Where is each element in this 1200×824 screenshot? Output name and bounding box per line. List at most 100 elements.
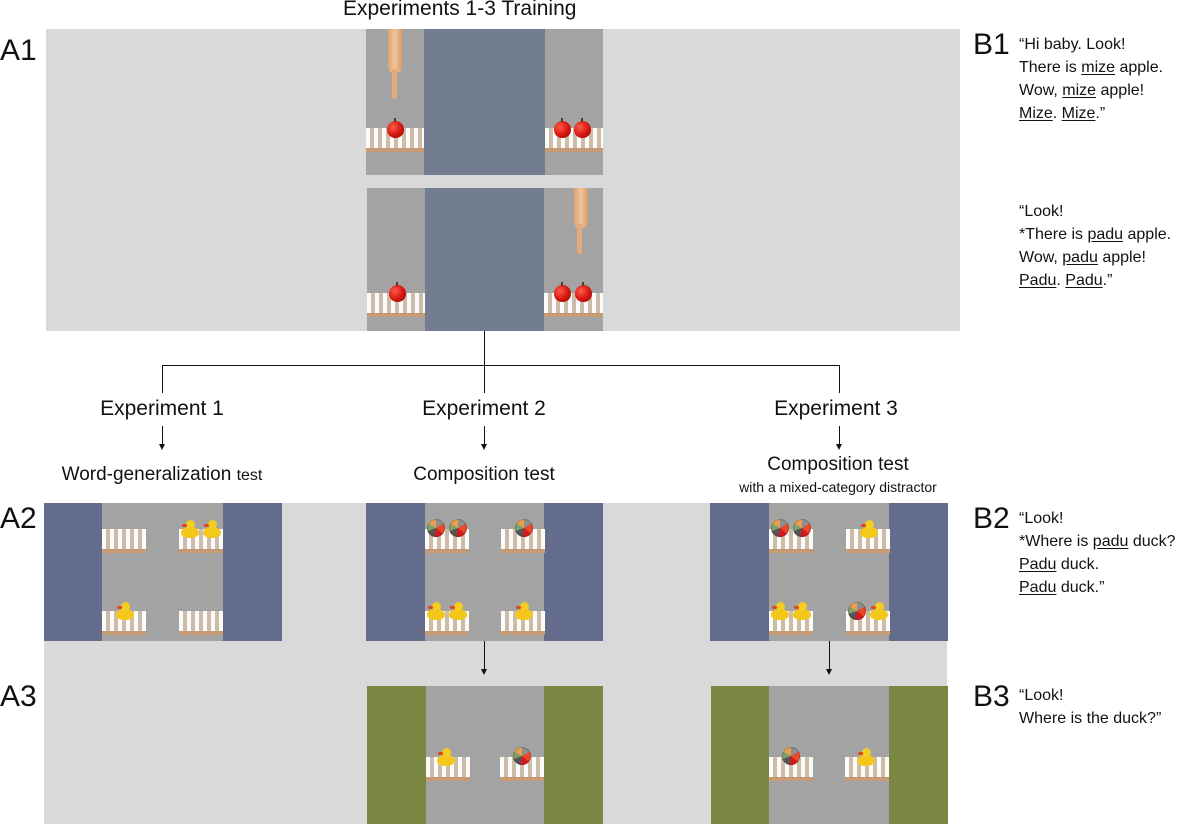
duck-icon	[116, 602, 134, 620]
novel-word: padu	[1062, 249, 1098, 266]
script-line: There is mize apple.	[1019, 59, 1164, 76]
arrow-down-icon	[481, 669, 487, 675]
panel-label-a1: A1	[0, 34, 37, 67]
right-shelf	[544, 293, 603, 317]
script-line: “Hi baby. Look!	[1019, 36, 1126, 53]
script-line: Padu duck.”	[1019, 579, 1105, 596]
script-line: Padu duck.	[1019, 556, 1100, 573]
duck-icon	[857, 748, 875, 766]
pointing-hand-icon	[574, 188, 588, 228]
curtain-left	[710, 503, 769, 641]
exp2-probe-screen	[367, 686, 603, 824]
ball-icon	[771, 519, 789, 537]
panel-label-b2: B2	[973, 502, 1010, 535]
curtain-right	[889, 686, 948, 824]
shelf-top-right	[846, 529, 890, 553]
left-shelf	[367, 293, 425, 317]
script-line: *Where is padu duck?	[1019, 533, 1176, 550]
curtain-left	[367, 686, 426, 824]
curtain-right	[544, 686, 603, 824]
script-line: Where is the duck?”	[1019, 710, 1162, 727]
training-screen-2	[367, 188, 603, 331]
curtain-left	[711, 686, 769, 824]
novel-word: Padu	[1065, 272, 1103, 289]
script-line: Padu. Padu.”	[1019, 272, 1113, 289]
apple-icon	[575, 282, 592, 302]
duck-icon	[860, 520, 878, 538]
training-script-mize: “Hi baby. Look! There is mize apple. Wow…	[1019, 33, 1163, 125]
ball-icon	[513, 747, 531, 765]
shelf-left	[769, 757, 813, 781]
duck-icon	[203, 520, 221, 538]
script-line: “Look!	[1019, 203, 1064, 220]
arrow-shaft	[484, 641, 485, 670]
shelf-bottom-right	[501, 611, 545, 635]
duck-icon	[515, 602, 533, 620]
arrow-down-icon	[481, 444, 487, 450]
ball-icon	[515, 519, 533, 537]
novel-word: Padu	[1019, 556, 1057, 573]
apple-icon	[574, 118, 591, 138]
training-screen-1	[366, 29, 603, 175]
novel-word: padu	[1087, 226, 1124, 243]
pointing-finger	[577, 224, 582, 254]
arrow-down-icon	[836, 444, 842, 450]
panel-label-b3: B3	[973, 680, 1010, 713]
connector-trunk	[484, 331, 485, 393]
connector-exp1	[162, 365, 163, 393]
pointing-finger	[392, 69, 397, 99]
novel-word: mize	[1081, 59, 1116, 76]
arrow-down-icon	[159, 444, 165, 450]
curtain-left	[44, 503, 102, 641]
novel-word: Padu	[1019, 272, 1057, 289]
script-line: *There is padu apple.	[1019, 226, 1172, 243]
shelf-bottom-left	[102, 611, 146, 635]
apple-icon	[387, 118, 404, 138]
experiment-3-test-label: Composition test	[767, 454, 909, 475]
curtain-left	[366, 503, 425, 641]
duck-icon	[449, 602, 467, 620]
ball-icon	[793, 519, 811, 537]
curtain-right	[223, 503, 282, 641]
panel-label-a3: A3	[0, 680, 37, 713]
probe-script: “Look! Where is the duck?”	[1019, 684, 1161, 730]
exp1-test-screen	[44, 503, 282, 641]
ball-icon	[782, 747, 800, 765]
ball-icon	[427, 519, 445, 537]
script-line: Wow, mize apple!	[1019, 82, 1145, 99]
arrow-down-icon	[826, 669, 832, 675]
script-line: Mize. Mize.”	[1019, 105, 1106, 122]
novel-word: Mize	[1061, 105, 1096, 122]
duck-icon	[181, 520, 199, 538]
experiment-3-test-subtitle: with a mixed-category distractor	[739, 479, 937, 495]
exp3-probe-screen	[711, 686, 948, 824]
shelf-top-left	[102, 529, 146, 553]
apple-icon	[554, 282, 571, 302]
exp3-test-screen	[710, 503, 948, 641]
arrow-shaft	[829, 641, 830, 670]
curtain-right	[544, 503, 603, 641]
experiment-1-label: Experiment 1	[100, 397, 224, 420]
training-script-padu: “Look! *There is padu apple. Wow, padu a…	[1019, 200, 1171, 292]
shelf-bottom-right	[179, 611, 223, 635]
curtain-right	[889, 503, 948, 641]
duck-icon	[427, 602, 445, 620]
shelf-right	[500, 757, 544, 781]
experiment-2-test-label: Composition test	[413, 464, 555, 485]
duck-icon	[793, 602, 811, 620]
occluder	[424, 29, 545, 175]
occluder	[425, 188, 544, 331]
experiment-1-test-label: Word-generalization test	[61, 464, 263, 485]
ball-icon	[449, 519, 467, 537]
novel-word: Padu	[1019, 579, 1057, 596]
test-script-padu-duck: “Look! *Where is padu duck? Padu duck. P…	[1019, 507, 1176, 599]
script-line: Wow, padu apple!	[1019, 249, 1146, 266]
panel-label-a2: A2	[0, 502, 37, 535]
arrow-shaft	[839, 426, 840, 446]
script-line: “Look!	[1019, 510, 1064, 527]
arrow-shaft	[484, 426, 485, 446]
duck-icon	[771, 602, 789, 620]
apple-icon	[389, 282, 406, 302]
shelf-top-right	[501, 529, 545, 553]
novel-word: Mize	[1019, 105, 1053, 122]
